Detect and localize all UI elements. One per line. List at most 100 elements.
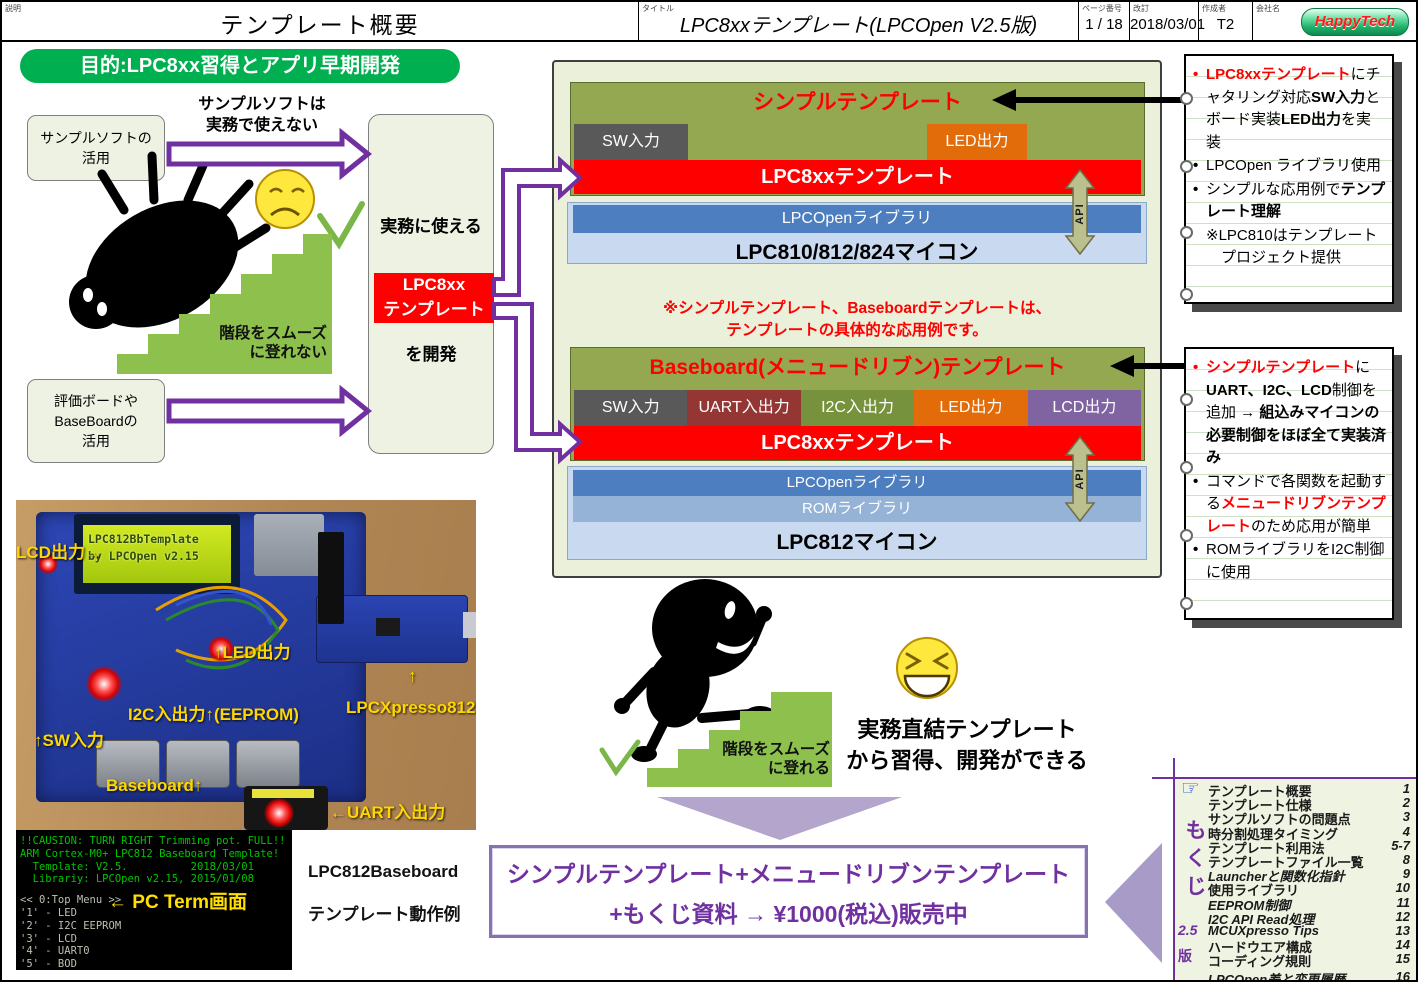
photo-caption-line1: LPC812Baseboard xyxy=(308,862,459,881)
simple-led-chip: LED出力 xyxy=(927,124,1027,160)
offer-box: シンプルテンプレート+メニュードリブンテンプレート +もくじ資料 → ¥1000… xyxy=(489,845,1088,938)
toc-edition: 版 xyxy=(1178,948,1192,964)
pageno-label: ページ番号 xyxy=(1082,4,1122,13)
toc-panel xyxy=(1175,779,1416,980)
left-arrowhead xyxy=(1105,843,1162,963)
header-bar: 説明 テンプレート概要 タイトル LPC8xxテンプレート(LPCOpen V2… xyxy=(2,2,1416,42)
note-item: LPCOpen ライブラリ使用 xyxy=(1193,155,1386,178)
baseboard-lpc8xx-template-bar: LPC8xxテンプレート xyxy=(574,426,1141,460)
baseboard-template-title: Baseboard(メニュードリブン)テンプレート xyxy=(649,356,1066,379)
toc-divider-horizontal xyxy=(1152,777,1416,779)
photo-label-uart: ←UART入出力 xyxy=(330,803,446,822)
baseboard-chip-row: SW入力 UART入出力 I2C入出力 LED出力 LCD出力 xyxy=(574,390,1142,426)
baseboard-uart-chip: UART入出力 xyxy=(687,390,801,426)
note-item: シンプルテンプレートにUART、I2C、LCD制御を追加 → 組込みマイコンの必… xyxy=(1193,357,1386,470)
note-item: コマンドで各関数を起動するメニュードリブンテンプレートのため応用が簡単 xyxy=(1193,471,1386,539)
binder-ring-icon xyxy=(1180,160,1193,173)
idc-connector xyxy=(318,532,344,624)
down-arrow xyxy=(657,797,902,840)
note-item: シンプルな応用例でテンプレート理解 xyxy=(1193,179,1386,224)
photo-label-lcd: LCD出力→ xyxy=(16,543,102,562)
description-label: 説明 xyxy=(5,4,21,13)
header-cell-revision: 改訂 2018/03/01 xyxy=(1129,2,1206,40)
sample-soft-box: サンプルソフトの 活用 xyxy=(27,115,165,181)
header-cell-author: 作成者 T2 xyxy=(1198,2,1252,40)
company-label: 会社名 xyxy=(1256,4,1280,13)
arrow-to-simple-template xyxy=(492,155,583,297)
lpc8xx-template-red-box: LPC8xx テンプレート xyxy=(374,273,494,323)
binder-ring-icon xyxy=(1180,597,1193,610)
binder-ring-icon xyxy=(1180,529,1193,542)
arrow-sample-to-develop xyxy=(166,127,372,181)
lcd-module: LPC812BbTemplate by LPCOpen v2.15 xyxy=(74,514,240,594)
binder-ring-icon xyxy=(1180,393,1193,406)
lcd-screen: LPC812BbTemplate by LPCOpen v2.15 xyxy=(83,525,231,583)
author-value: T2 xyxy=(1216,16,1235,33)
terminal-menu-text: << 0:Top Menu >> '1' - LED '2' - I2C EEP… xyxy=(20,894,122,971)
api-arrow-simple: API xyxy=(1064,168,1096,256)
toc-version: 2.5 xyxy=(1178,922,1198,938)
page-title: テンプレート概要 xyxy=(220,12,420,38)
note-item: LPC8xxテンプレートにチャタリング対応SW入力とボード実装LED出力を実装 xyxy=(1193,64,1386,154)
eval-board-box: 評価ボードや BaseBoardの 活用 xyxy=(27,379,165,463)
svg-text:API: API xyxy=(1074,468,1086,489)
note-item: ROMライブラリをI2C制御に使用 xyxy=(1193,539,1386,584)
baseboard-lpcopen-bar: LPCOpenライブラリ xyxy=(573,470,1141,496)
baseboard-mcu-name: LPC812マイコン xyxy=(776,531,938,554)
uart-adapter-label xyxy=(252,789,314,798)
toc-divider-vertical xyxy=(1173,758,1175,980)
led-glow xyxy=(86,666,122,702)
note-simple-template: LPC8xxテンプレートにチャタリング対応SW入力とボード実装LED出力を実装 … xyxy=(1180,54,1394,304)
arrow-to-baseboard-template xyxy=(492,302,583,465)
photo-label-led: ↑LED出力 xyxy=(214,643,291,662)
svg-text:API: API xyxy=(1074,203,1086,224)
simple-lpcopen-bar: LPCOpenライブラリ xyxy=(573,205,1141,233)
terminal-overlay-label: ← PC Term画面 xyxy=(108,892,248,913)
led-glow xyxy=(208,636,234,662)
page-number: 1 / 18 xyxy=(1085,16,1123,33)
binder-ring-icon xyxy=(1180,92,1193,105)
baseboard-lcd-chip: LCD出力 xyxy=(1027,390,1142,426)
simple-sw-chip: SW入力 xyxy=(574,124,688,160)
binder-ring-icon xyxy=(1180,461,1193,474)
revision-date: 2018/03/01 xyxy=(1130,16,1206,33)
photo-caption-line2: テンプレート動作例 xyxy=(308,905,461,924)
document-title: LPC8xxテンプレート(LPCOpen V2.5版) xyxy=(679,15,1038,37)
note-footnote: ※LPC810はテンプレートプロジェクト提供 xyxy=(1206,226,1378,267)
photo-label-i2c: I2C入出力↑(EEPROM) xyxy=(128,705,299,724)
header-cell-title: タイトル LPC8xxテンプレート(LPCOpen V2.5版) xyxy=(638,2,1078,40)
db9-connector xyxy=(166,740,230,788)
toc-title-vertical: もくじ xyxy=(1183,819,1206,903)
revision-label: 改訂 xyxy=(1133,4,1149,13)
baseboard-rom-bar: ROMライブラリ xyxy=(573,496,1141,522)
photo-label-sw: ↑SW入力 xyxy=(34,731,104,750)
photo-label-baseboard: Baseboard↑ xyxy=(106,776,203,795)
sad-face-icon xyxy=(255,169,315,229)
company-logo: HappyTech xyxy=(1301,8,1409,36)
happy-face-icon xyxy=(896,637,958,699)
uart-led-glow xyxy=(264,798,294,828)
diagram-note: ※シンプルテンプレート、Baseboardテンプレートは、 テンプレートの具体的… xyxy=(663,300,1051,339)
title-label: タイトル xyxy=(642,4,674,13)
develop-box-top-text: 実務に使える xyxy=(380,217,482,236)
develop-box-bottom-text: を開発 xyxy=(405,345,457,364)
simple-lpc8xx-template-bar: LPC8xxテンプレート xyxy=(574,160,1141,194)
api-arrow-baseboard: API xyxy=(1064,435,1096,523)
baseboard-i2c-chip: I2C入出力 xyxy=(800,390,915,426)
stairs-ok-caption: 階段をスムーズ に登れる xyxy=(722,741,830,778)
pointing-hand-icon: ☞ xyxy=(1181,777,1200,800)
stairs-ok-graphic xyxy=(647,692,832,787)
photo-label-xpresso: LPCXpresso812 xyxy=(346,698,476,717)
simple-template-title: シンプルテンプレート xyxy=(753,91,962,114)
